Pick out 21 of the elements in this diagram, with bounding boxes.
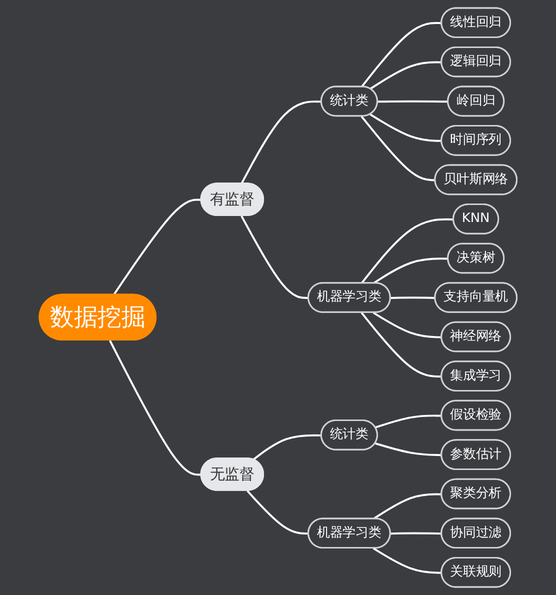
connector xyxy=(252,434,322,460)
connector xyxy=(370,61,442,90)
connector xyxy=(375,442,442,456)
connector xyxy=(390,296,436,299)
connector xyxy=(246,490,309,535)
connector xyxy=(240,100,322,184)
connector xyxy=(360,22,442,88)
connector xyxy=(372,258,448,284)
connector xyxy=(378,100,448,103)
connector xyxy=(390,532,442,535)
connector xyxy=(360,116,436,182)
connector xyxy=(360,218,454,284)
connector xyxy=(109,340,202,476)
connector xyxy=(113,198,202,296)
connector xyxy=(372,547,442,574)
connector xyxy=(372,493,442,520)
connector xyxy=(240,216,309,299)
connector xyxy=(370,114,442,142)
connector xyxy=(372,312,442,338)
connector xyxy=(360,312,442,378)
connector xyxy=(375,414,442,428)
